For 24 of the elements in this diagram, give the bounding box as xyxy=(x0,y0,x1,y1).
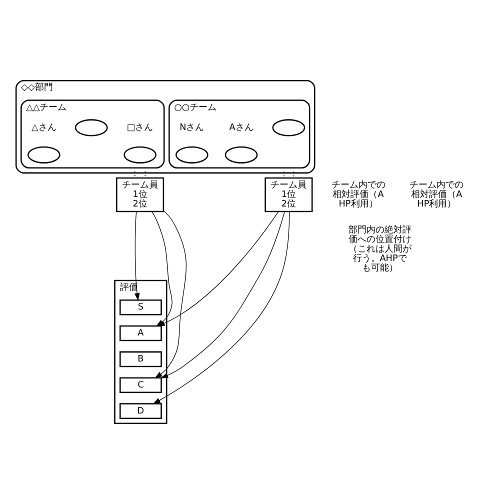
arrow xyxy=(134,210,140,300)
node-box: S xyxy=(120,298,162,315)
node-label: Nさん xyxy=(180,122,204,133)
node-label: △さん xyxy=(32,122,56,133)
node-label: □さん xyxy=(126,122,154,133)
node-box: A xyxy=(120,324,162,341)
node-box: チーム員 1位 2位 xyxy=(264,176,313,212)
arrow xyxy=(152,210,290,404)
node-box: チーム員 1位 2位 xyxy=(116,176,164,212)
node-ellipse xyxy=(224,146,258,163)
node-ellipse xyxy=(74,118,108,136)
node-box: B xyxy=(120,350,162,367)
node-box: D xyxy=(120,402,162,418)
arrow xyxy=(160,210,285,378)
node-ellipse xyxy=(124,146,156,163)
node-ellipse xyxy=(272,118,306,136)
node-label: Aさん xyxy=(229,122,254,133)
node-ellipse xyxy=(27,146,60,163)
arrow xyxy=(154,210,186,378)
label: 部門内の絶対評価への位置付け（これは人間が行う。AHPでも可能） xyxy=(348,225,412,273)
node-box: C xyxy=(120,376,162,393)
node-ellipse xyxy=(175,146,208,163)
label: チーム内での相対評価（AHP利用） xyxy=(410,180,464,210)
label: チーム内での相対評価（AHP利用） xyxy=(331,180,386,210)
